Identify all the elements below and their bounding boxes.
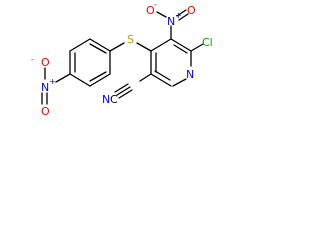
- bond-benz-5-6: [89, 73, 111, 87]
- bond-nitrile-triple-c: [118, 89, 133, 99]
- atom-n-nitrile: N: [102, 93, 110, 106]
- charge-plus-nitro-left: +: [49, 77, 56, 86]
- atom-o-nitro-left: O: [41, 56, 50, 69]
- atom-n-nitro-top: N: [167, 15, 175, 28]
- bond-benz-2-3: [69, 38, 91, 52]
- bond-nitro-top-n-o-double-a: [176, 9, 187, 17]
- charge-minus-nitro-top: -: [154, 0, 157, 9]
- atom-o-nitro-top: O: [146, 4, 155, 17]
- bond-ring-c6-c6-inner: [173, 44, 188, 54]
- bond-nitro-top-n-o-double-b: [178, 13, 189, 21]
- bond-nitrile-triple-a: [116, 86, 131, 96]
- bond-s-benzene: [109, 42, 125, 52]
- molecule-structure: O - N + O S Cl N N C O - N + O: [31, 0, 213, 118]
- bond-benz-nitro: [55, 73, 71, 83]
- bond-ring-c2-c3-inner: [154, 70, 171, 81]
- bond-c4-s: [136, 42, 152, 52]
- atom-o-nitro-top-2: O: [187, 4, 196, 17]
- bond-ring-c5-c6: [170, 38, 192, 52]
- bond-ring-c2-c3: [150, 73, 172, 87]
- bond-benz-1-2-inner: [89, 43, 107, 54]
- bond-benz-5-6-inner: [89, 71, 107, 82]
- charge-plus-nitro-top: +: [175, 11, 182, 20]
- atom-n-nitro-left: N: [41, 81, 49, 94]
- bond-ring-n1-c2: [172, 78, 187, 87]
- bond-nitro-top-n-o: [156, 11, 167, 18]
- atom-o-nitro-left-2: O: [41, 105, 50, 118]
- bond-c6-cl: [190, 43, 204, 52]
- bond-c3-cn: [139, 73, 152, 82]
- atom-c-nitrile: C: [110, 93, 118, 106]
- bond-ring-c4-c5: [150, 38, 172, 52]
- molecule-structure-canvas: O - N + O S Cl N N C O - N + O: [0, 0, 246, 148]
- atom-n-ring: N: [186, 68, 194, 81]
- bond-benz-4-5: [69, 73, 91, 87]
- charge-minus-nitro-left: -: [31, 55, 34, 64]
- atom-cl: Cl: [202, 36, 213, 49]
- bond-benz-1-2: [89, 38, 111, 52]
- atom-s: S: [127, 33, 134, 46]
- bond-nitrile-triple-b: [114, 83, 129, 93]
